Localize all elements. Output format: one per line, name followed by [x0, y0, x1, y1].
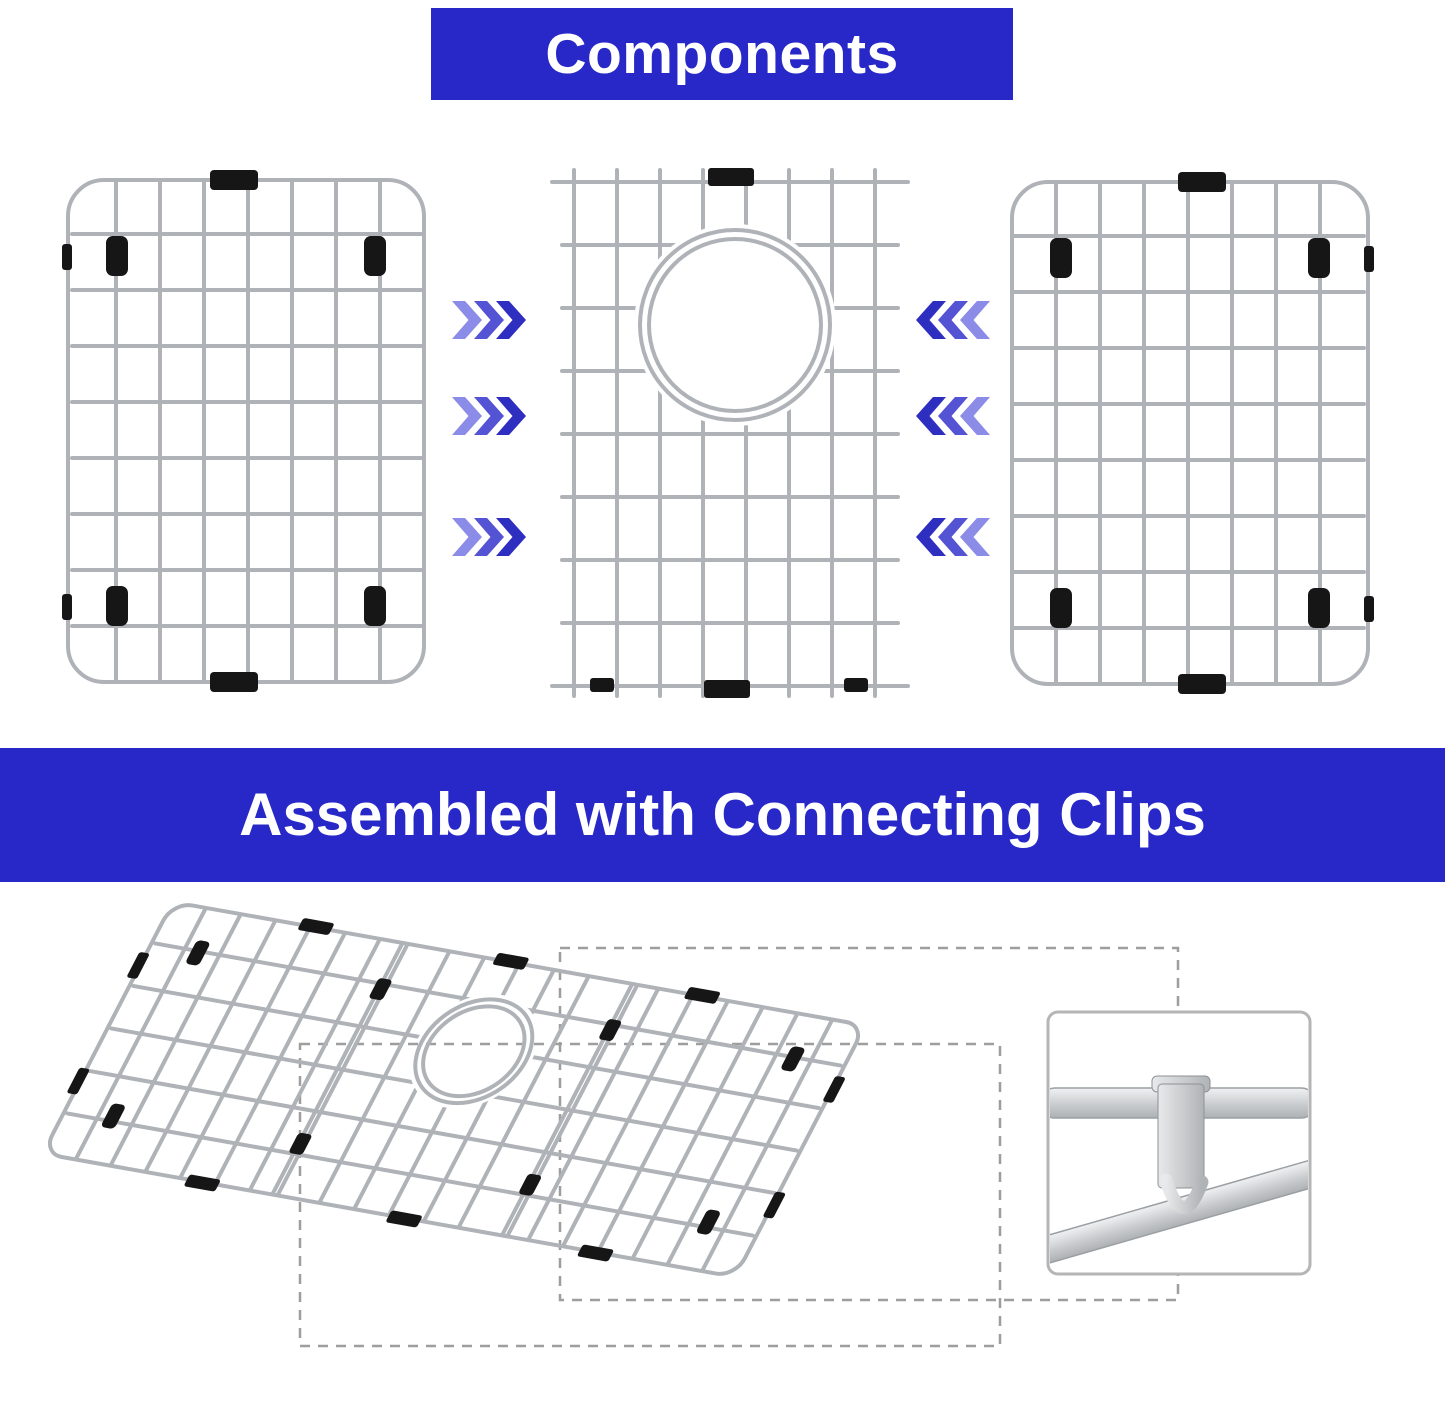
- assembled-title: Assembled with Connecting Clips: [239, 781, 1206, 848]
- grid-clips: [67, 918, 845, 1262]
- triple-chevron-left-icon: [916, 301, 990, 339]
- connecting-clip-plate: [1157, 1083, 1205, 1189]
- components-title: Components: [545, 21, 899, 86]
- triple-chevron-right-icon: [452, 518, 526, 556]
- drain-hole: [395, 991, 552, 1112]
- connecting-clip-hook: [1159, 1173, 1209, 1214]
- drain-hole: [638, 228, 832, 422]
- triple-chevron-left-icon: [916, 518, 990, 556]
- dashed-sink-outline: [298, 946, 1180, 1348]
- assembled-view: [0, 882, 1312, 1348]
- sink-grid-left-panel: [60, 170, 426, 692]
- assembled-banner: Assembled with Connecting Clips: [0, 748, 1445, 882]
- triple-chevron-right-icon: [452, 397, 526, 435]
- triple-chevron-right-icon: [452, 301, 526, 339]
- sink-grid-center-panel: [550, 168, 910, 698]
- connecting-clip-detail-inset: [1046, 1010, 1312, 1276]
- sink-grid-right-panel: [1010, 172, 1376, 694]
- triple-chevron-left-icon: [916, 397, 990, 435]
- components-banner: Components: [431, 8, 1013, 100]
- assembled-sink-grid: [32, 894, 876, 1285]
